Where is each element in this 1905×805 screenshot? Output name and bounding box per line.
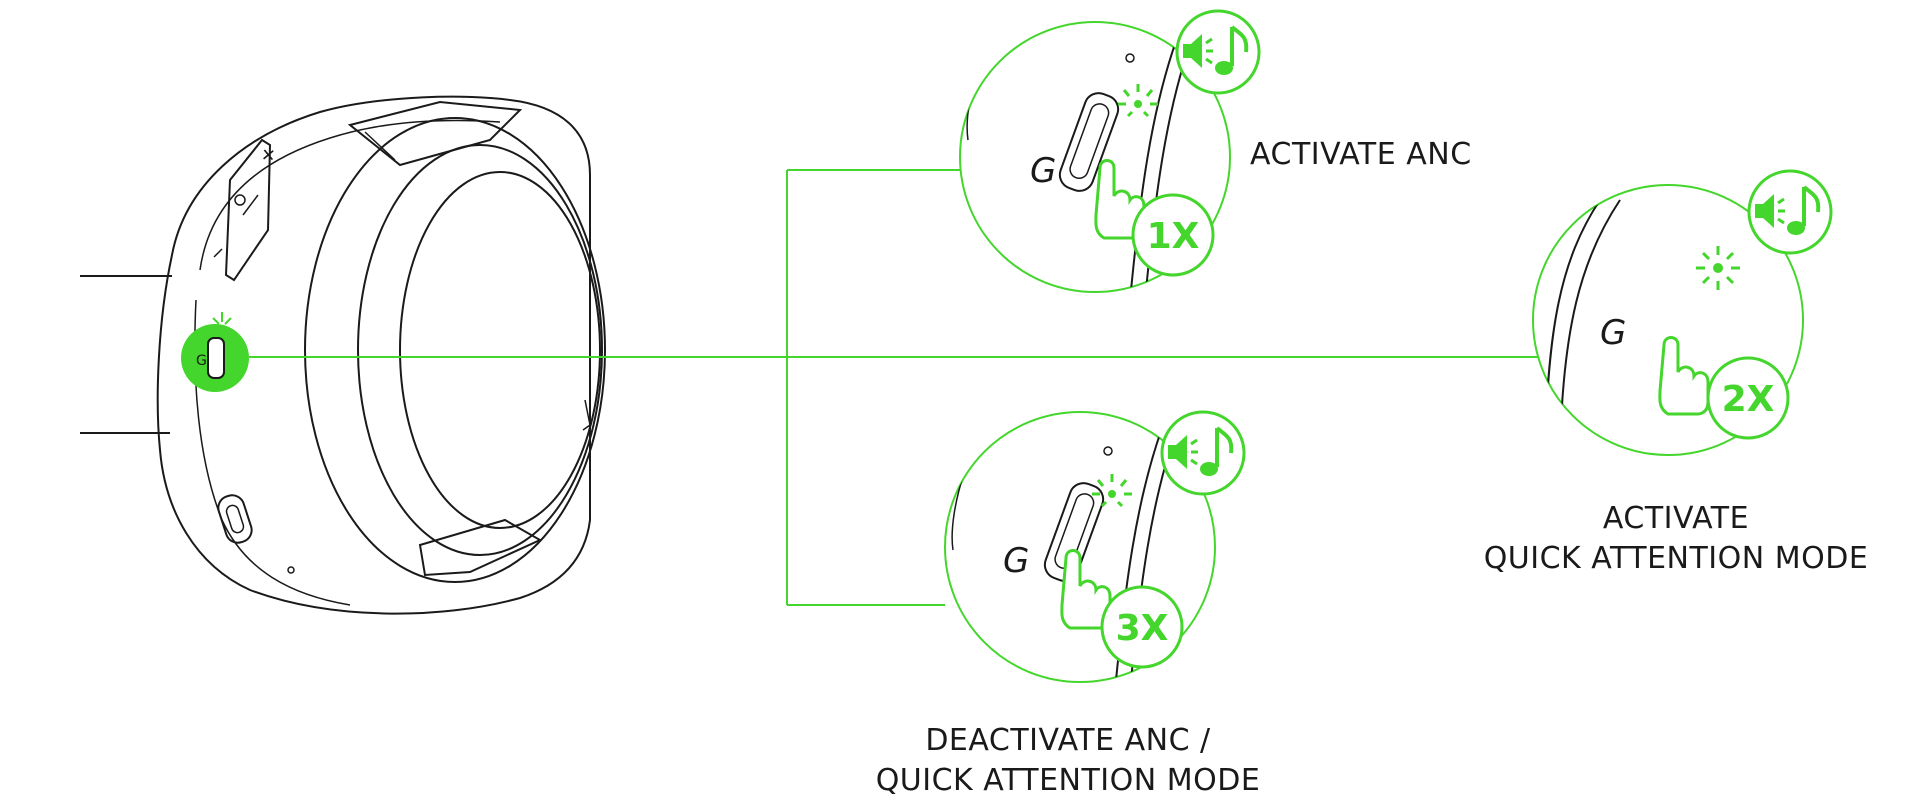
- led-light-icon: [212, 312, 232, 325]
- callout-double-press: G 2X: [1532, 169, 1833, 456]
- label-deactivate-line2: QUICK ATTENTION MODE: [876, 763, 1261, 798]
- callout-triple-press: G 3X: [944, 410, 1246, 683]
- label-activate-quick-attention-line2: QUICK ATTENTION MODE: [1484, 541, 1869, 576]
- anc-symbol-icon: G: [1600, 313, 1626, 353]
- finger-press-icon: [1094, 159, 1146, 240]
- label-activate-quick-attention-line1: ACTIVATE: [1603, 501, 1749, 536]
- finger-press-icon: [1060, 549, 1112, 630]
- label-activate-anc: ACTIVATE ANC: [1250, 137, 1472, 172]
- callout-single-press: G 1X: [959, 9, 1261, 293]
- connector-lines: [249, 169, 1580, 606]
- anc-symbol-icon: G: [1030, 151, 1056, 191]
- led-light-icon: [1118, 84, 1158, 118]
- speaker-music-icon: [1183, 25, 1249, 75]
- anc-symbol-icon: G: [1003, 541, 1029, 581]
- speaker-music-icon: [1168, 426, 1234, 476]
- headphone-earcup: + G: [80, 95, 606, 615]
- anc-symbol-icon: G: [196, 353, 207, 369]
- led-light-icon: [1092, 474, 1132, 508]
- label-deactivate-line1: DEACTIVATE ANC /: [925, 723, 1211, 758]
- speaker-music-icon: [1755, 185, 1821, 235]
- press-count-badge-1x: 1X: [1147, 216, 1200, 257]
- press-count-badge-3x: 3X: [1116, 608, 1169, 649]
- led-light-icon: [1696, 246, 1740, 290]
- finger-press-icon: [1658, 336, 1710, 416]
- press-count-badge-2x: 2X: [1722, 379, 1775, 420]
